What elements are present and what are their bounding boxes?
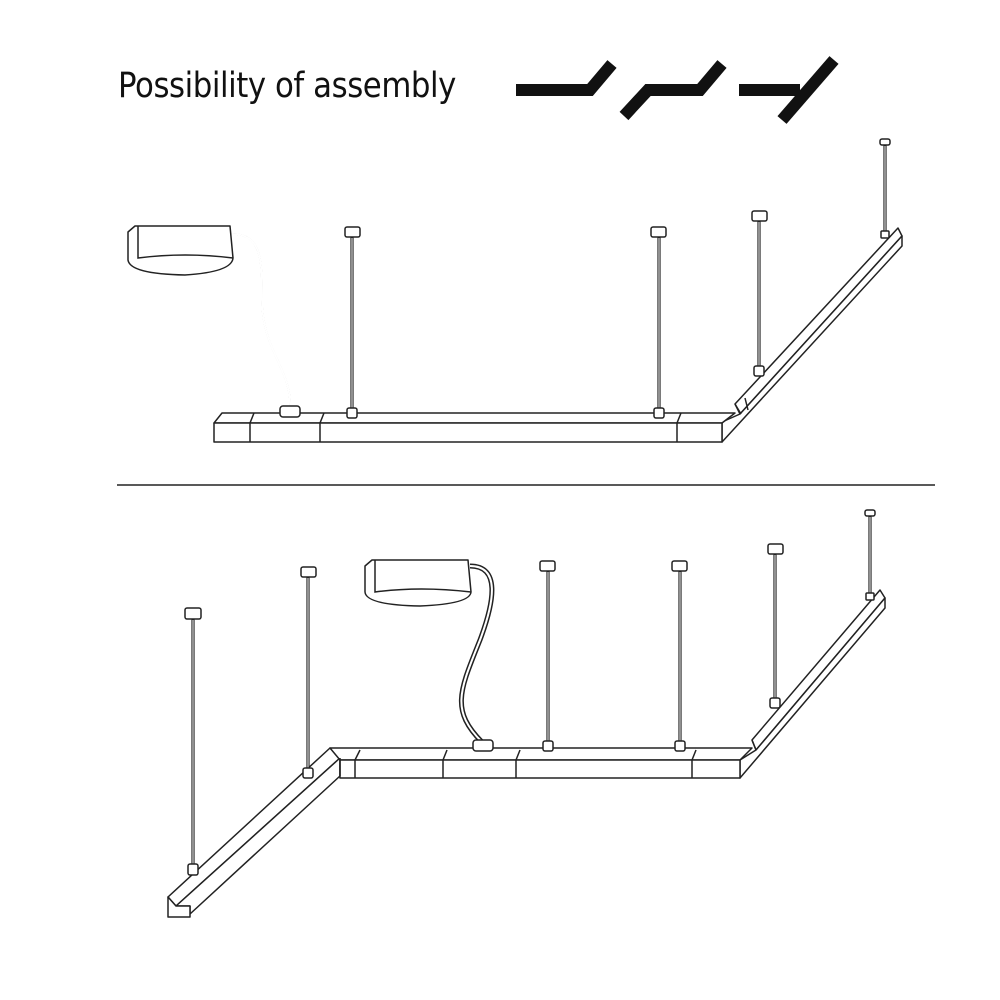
- pendant-suspension: [751, 210, 768, 377]
- pendant-suspension: [539, 560, 556, 752]
- power-supply-driver: [127, 225, 301, 418]
- pendant-suspension: [864, 509, 876, 601]
- t-assembly-icon: [739, 56, 839, 124]
- light-track-profile: [213, 227, 903, 443]
- light-track-profile: [167, 589, 886, 918]
- power-supply-driver: [364, 559, 495, 752]
- pendant-suspension: [671, 560, 688, 752]
- pendant-suspension: [879, 138, 891, 239]
- pendant-suspension: [300, 566, 317, 779]
- top-assembly: [127, 138, 903, 443]
- angle-assembly-icon: [516, 60, 617, 96]
- bottom-assembly: [167, 509, 886, 918]
- pendant-suspension: [767, 543, 784, 709]
- diagram-title: Possibility of assembly: [118, 66, 456, 106]
- pendant-suspension: [650, 226, 667, 419]
- pendant-suspension: [184, 607, 202, 876]
- double-angle-assembly-icon: [619, 60, 727, 121]
- pendant-suspension: [344, 226, 361, 419]
